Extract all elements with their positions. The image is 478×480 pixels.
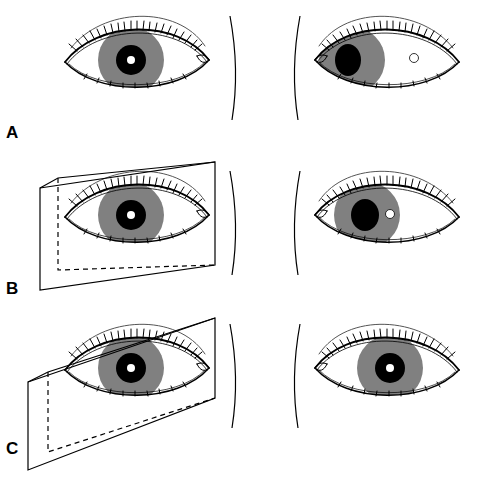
prism-outline	[40, 162, 215, 290]
panel-letter: B	[6, 280, 18, 297]
panel-letter: A	[6, 124, 18, 141]
prism-outline	[28, 318, 215, 470]
panel-letter: C	[6, 440, 18, 457]
